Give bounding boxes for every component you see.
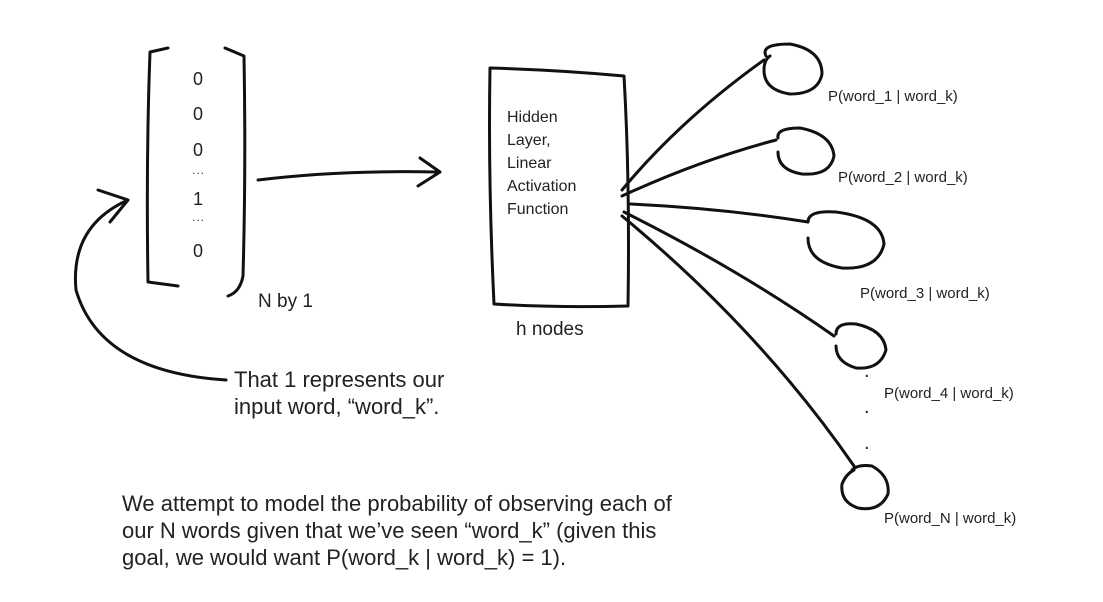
output-label-3: P(word_3 | word_k) [860,285,990,302]
output-ellipsis-dot: . [864,360,870,382]
hidden-layer-label-line: Function [507,201,569,218]
arrow-vector-to-hidden [256,170,438,182]
output-label-1: P(word_1 | word_k) [828,88,958,105]
vector-entry: 0 [193,104,204,124]
hidden-layer-label-line: Linear [507,155,552,172]
output-node-N [840,464,890,511]
vector-entry: 0 [193,241,204,261]
vector-entry-one: 1 [193,189,204,209]
output-node-3 [806,210,886,270]
hidden-layer-box [488,66,630,309]
vector-left-bracket [145,46,180,288]
output-ellipsis-dot: . [864,432,870,454]
caption-line: our N words given that we’ve seen “word_… [122,518,657,543]
arrow-vector-to-hidden-head [416,156,442,188]
output-label-2: P(word_2 | word_k) [838,169,968,186]
hidden-nodes-label: h nodes [516,319,584,340]
caption-text: We attempt to model the probability of o… [122,490,672,571]
link-to-output-2 [620,138,778,198]
output-ellipsis-dot: . [864,396,870,418]
output-label-N: P(word_N | word_k) [884,510,1017,527]
annotation-line: input word, “word_k”. [234,394,440,419]
output-node-2 [776,126,836,176]
output-label-4: P(word_4 | word_k) [884,385,1014,402]
link-to-output-4 [622,210,836,338]
caption-line: We attempt to model the probability of o… [122,491,672,516]
hidden-layer-label-line: Layer, [507,132,551,149]
output-node-1 [762,42,824,96]
annotation-arrow-head [96,188,130,224]
annotation-arrow [73,198,228,382]
annotation-line: That 1 represents our [234,367,445,392]
vector-entry-ellipsis: ... [192,210,206,224]
hidden-layer-label-line: Hidden [507,109,558,126]
vector-entry: 0 [193,69,204,89]
caption-line: goal, we would want P(word_k | word_k) =… [122,545,567,570]
link-to-output-1 [620,58,766,192]
vector-entry-ellipsis: ... [192,163,206,177]
vector-size-label: N by 1 [258,291,313,312]
vector-entry: 0 [193,140,204,160]
hidden-layer-label-line: Activation [507,178,577,195]
annotation-text: That 1 represents our input word, “word_… [234,366,444,420]
hidden-layer-label: Hidden Layer, Linear Activation Function [507,106,617,221]
link-to-output-N [620,214,856,468]
vector-right-bracket [223,46,247,298]
link-to-output-3 [628,202,810,224]
output-node-4 [834,322,888,370]
